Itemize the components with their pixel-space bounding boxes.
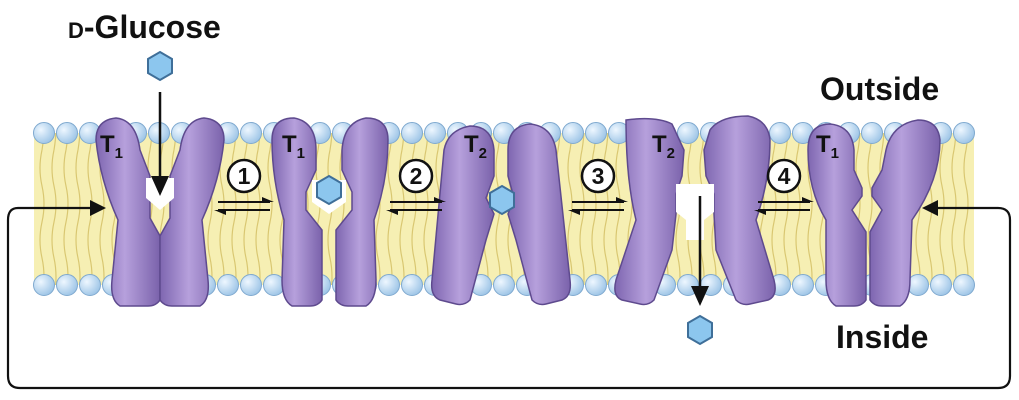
lipid-head-inner-0 [33, 274, 55, 296]
loop-arrowhead-left [90, 200, 106, 216]
lipid-head-outer-28 [677, 122, 699, 144]
transporter-3 [430, 123, 572, 306]
lipid-head-inner-40 [953, 274, 975, 296]
equilibrium-arrows-3 [568, 197, 628, 215]
glucose-bound-t2-icon [489, 184, 515, 216]
lipid-head-inner-33 [792, 274, 814, 296]
outside-label: Outside [820, 71, 939, 107]
transporter-4 [614, 115, 776, 306]
transporter-3-label: T2 [464, 131, 487, 162]
lipid-head-outer-9 [240, 122, 262, 144]
transporter-5-label: T1 [816, 131, 839, 162]
lipid-head-outer-40 [953, 122, 975, 144]
equilibrium-arrows-1 [214, 197, 274, 215]
lipid-head-outer-36 [861, 122, 883, 144]
glucose-outside-icon [147, 50, 173, 82]
step-number-1: 1 [238, 163, 251, 189]
equilibrium-arrows-2 [386, 197, 446, 215]
glucose-bound-t1-icon [316, 174, 342, 206]
lipid-head-inner-16 [401, 274, 423, 296]
step-marker-1: 1 [226, 158, 262, 194]
lipid-head-inner-9 [240, 274, 262, 296]
step-marker-3: 3 [580, 158, 616, 194]
step-number-4: 4 [778, 163, 791, 189]
step-marker-2: 2 [398, 158, 434, 194]
lipid-head-outer-24 [585, 122, 607, 144]
glucose-title-label: D-Glucose [68, 9, 221, 45]
lipid-head-inner-2 [79, 274, 101, 296]
loop-arrowhead-right [922, 200, 938, 216]
lipid-head-inner-1 [56, 274, 78, 296]
glucose-exit-arrowhead [691, 286, 709, 306]
glucose-inside-icon [687, 314, 713, 346]
transporter-5 [807, 119, 941, 307]
lipid-head-inner-8 [217, 274, 239, 296]
inside-label: Inside [836, 319, 928, 355]
transporter-4-label: T2 [652, 131, 675, 162]
lipid-head-inner-15 [378, 274, 400, 296]
lipid-head-outer-16 [401, 122, 423, 144]
lipid-head-outer-1 [56, 122, 78, 144]
cycle-loop-line [6, 206, 1012, 390]
lipid-head-outer-32 [769, 122, 791, 144]
lipid-head-inner-39 [930, 274, 952, 296]
lipid-head-outer-0 [33, 122, 55, 144]
lipid-head-outer-23 [562, 122, 584, 144]
lipid-head-inner-24 [585, 274, 607, 296]
transporter-2-label: T1 [282, 131, 305, 162]
equilibrium-arrows-4 [754, 197, 814, 215]
transporter-1-label: T1 [100, 131, 123, 162]
lipid-head-outer-17 [424, 122, 446, 144]
step-marker-4: 4 [766, 158, 802, 194]
step-number-2: 2 [410, 163, 423, 189]
step-number-3: 3 [592, 163, 605, 189]
glucose-entry-arrowhead [151, 176, 169, 196]
lipid-head-inner-20 [493, 274, 515, 296]
